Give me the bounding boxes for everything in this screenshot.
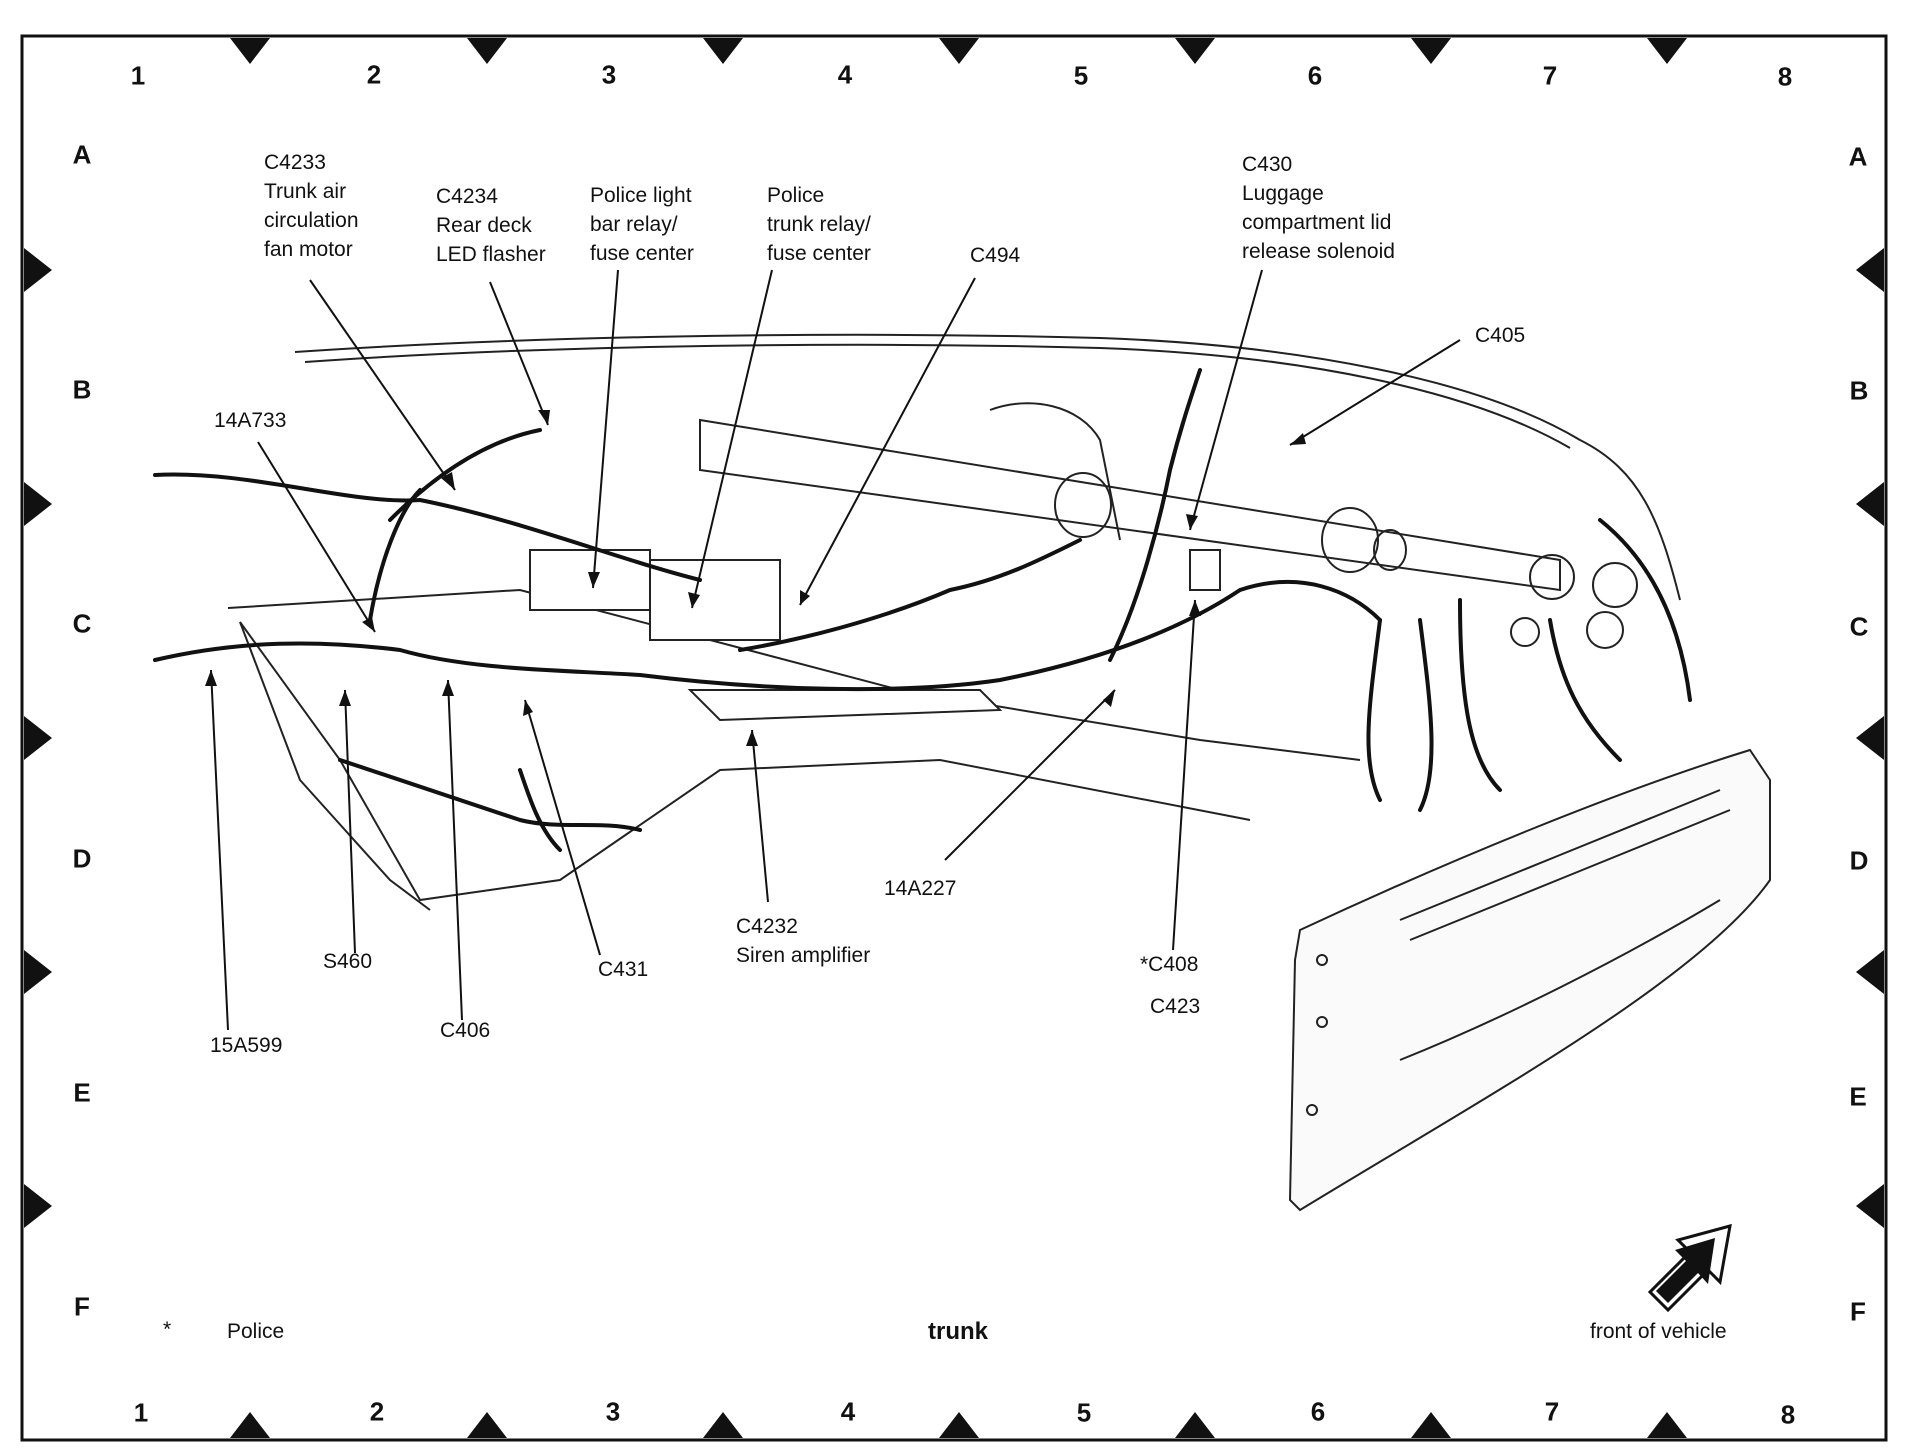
callout-c408: *C408 [1140, 953, 1199, 976]
trunk-body [227, 333, 1771, 1212]
leader-arrowheads [205, 410, 1306, 746]
col-label-bottom-3: 3 [605, 1396, 621, 1427]
callout-c423: C423 [1150, 995, 1201, 1018]
col-label-top-2: 2 [366, 59, 382, 90]
callout-c4234-led-flasher: C4234 Rear deck LED flasher [436, 185, 546, 266]
leader-lines [210, 269, 1461, 1031]
callout-c431: C431 [598, 958, 649, 981]
col-label-bottom-4: 4 [840, 1396, 856, 1427]
col-label-top-1: 1 [130, 60, 146, 91]
col-label-top-6: 6 [1307, 60, 1323, 91]
col-label-bottom-2: 2 [369, 1396, 385, 1427]
col-label-top-5: 5 [1073, 60, 1089, 91]
callout-14a733: 14A733 [214, 409, 287, 432]
callout-c430-lid-solenoid: C430 Luggage compartment lid release sol… [1242, 153, 1395, 263]
callout-c4233-fan-motor: C4233 Trunk air circulation fan motor [264, 151, 359, 261]
row-label-right-f: F [1850, 1296, 1866, 1327]
callout-15a599: 15A599 [210, 1034, 283, 1057]
legend-text: Police [227, 1320, 285, 1343]
col-label-top-8: 8 [1777, 61, 1793, 92]
col-label-bottom-5: 5 [1076, 1397, 1092, 1428]
callout-c494: C494 [970, 244, 1021, 267]
col-label-top-7: 7 [1542, 60, 1558, 91]
front-of-vehicle-label: front of vehicle [1590, 1320, 1727, 1343]
col-label-top-4: 4 [837, 59, 853, 90]
row-label-right-e: E [1849, 1081, 1867, 1112]
col-label-top-3: 3 [601, 59, 617, 90]
callout-police-light-bar-relay: Police light bar relay/ fuse center [590, 184, 694, 265]
row-label-right-a: A [1848, 141, 1868, 172]
row-label-left-e: E [73, 1077, 91, 1108]
callout-c405: C405 [1475, 324, 1526, 347]
col-label-bottom-7: 7 [1544, 1396, 1560, 1427]
callout-14a227: 14A227 [884, 877, 957, 900]
col-label-bottom-6: 6 [1310, 1396, 1326, 1427]
front-of-vehicle-arrow [1647, 1223, 1732, 1313]
callout-police-trunk-relay: Police trunk relay/ fuse center [767, 184, 871, 265]
wire-harness [153, 368, 1692, 852]
row-label-left-a: A [72, 139, 92, 170]
page-title: trunk [928, 1318, 988, 1345]
legend-marker: * [163, 1318, 172, 1341]
row-label-left-c: C [72, 608, 92, 639]
col-label-bottom-8: 8 [1780, 1399, 1796, 1430]
callout-s460: S460 [323, 950, 373, 973]
col-label-bottom-1: 1 [133, 1397, 149, 1428]
row-label-right-d: D [1849, 845, 1869, 876]
row-label-left-b: B [72, 374, 92, 405]
callout-c4232-siren-amplifier: C4232 Siren amplifier [736, 915, 871, 967]
callout-c406: C406 [440, 1019, 491, 1042]
border-markers [24, 38, 1884, 1438]
row-label-left-d: D [72, 843, 92, 874]
page-frame [20, 34, 1888, 1442]
row-label-right-b: B [1849, 375, 1869, 406]
row-label-left-f: F [74, 1291, 90, 1322]
row-label-right-c: C [1849, 611, 1869, 642]
